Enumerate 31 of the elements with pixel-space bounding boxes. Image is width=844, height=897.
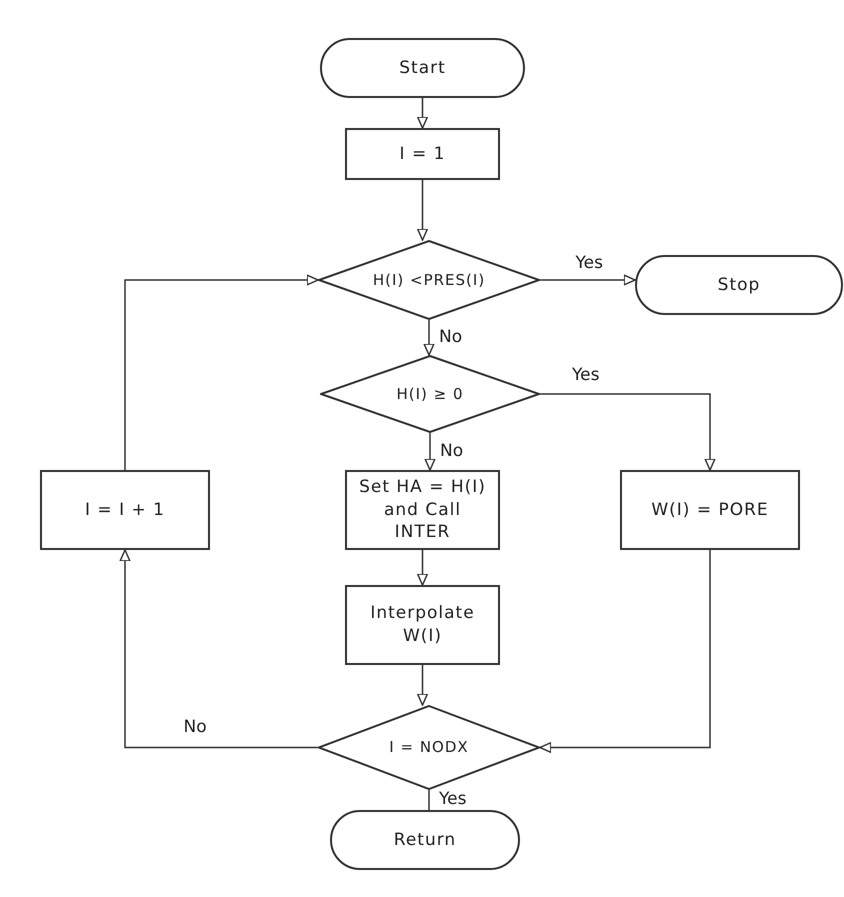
arrow [124, 274, 319, 470]
decision-diamond [320, 355, 540, 433]
process-box [345, 128, 500, 180]
node-text: W(I) = PORE [651, 498, 769, 522]
node-text: H(I) <PRES(I) [372, 270, 486, 290]
node-text: I = I + 1 [85, 498, 165, 522]
arrow [416, 550, 428, 586]
node-text: I = 1 [400, 142, 446, 166]
node-text: Set HA = H(I) and Call INTER [358, 476, 487, 544]
process-box [345, 470, 500, 550]
node-text: H(I) ≥ 0 [396, 384, 464, 404]
process-box [345, 585, 500, 665]
decision-diamond [318, 240, 540, 320]
arrow [540, 393, 716, 471]
arrow [424, 433, 436, 471]
arrow [416, 180, 428, 241]
arrow [539, 550, 711, 754]
process-box [40, 470, 210, 550]
process-box [620, 470, 800, 550]
node-text: Interpolate W(I) [369, 602, 476, 648]
arrow [540, 274, 636, 286]
node-text: I = NODX [389, 737, 469, 758]
node-text: Return [394, 828, 456, 852]
arrow [119, 549, 318, 748]
arrow [416, 665, 428, 706]
node-text: Stop [718, 274, 760, 296]
arrow [423, 320, 435, 356]
connector-line [428, 790, 430, 810]
arrow [416, 98, 428, 129]
node-text: Start [399, 56, 446, 80]
decision-diamond [318, 705, 540, 790]
